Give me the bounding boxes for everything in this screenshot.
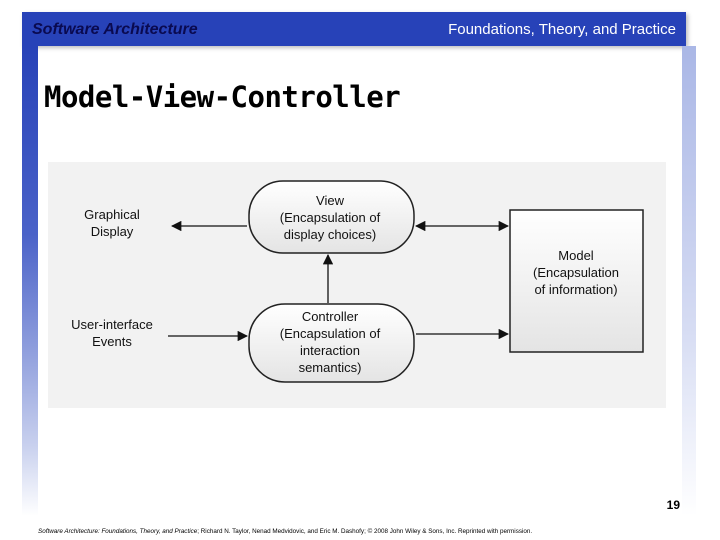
footer-credit-text: ; Richard N. Taylor, Nenad Medvidovic, a…: [197, 528, 533, 535]
graphical-display-line-1: Graphical: [84, 207, 140, 222]
view-node: View (Encapsulation of display choices): [248, 180, 415, 254]
controller-line-4: semantics): [299, 360, 362, 375]
view-line-2: (Encapsulation of: [280, 210, 381, 225]
controller-line-1: Controller: [302, 309, 359, 324]
controller-node: Controller (Encapsulation of interaction…: [248, 303, 415, 383]
model-line-3: of information): [534, 282, 617, 297]
footer-credits: Software Architecture: Foundations, Theo…: [38, 528, 532, 535]
page-number: 19: [666, 498, 680, 512]
model-line-1: Model: [558, 248, 594, 263]
ui-events-line-2: Events: [92, 334, 132, 349]
model-line-2: (Encapsulation: [533, 265, 619, 280]
ui-events-line-1: User-interface: [71, 317, 153, 332]
header-bar: Software Architecture Foundations, Theor…: [22, 12, 686, 46]
controller-line-2: (Encapsulation of: [280, 326, 381, 341]
footer-book-title: Software Architecture: Foundations, Theo…: [38, 528, 198, 535]
slide-title: Model-View-Controller: [44, 80, 401, 114]
graphical-display-line-2: Display: [91, 224, 134, 239]
model-node: Model (Encapsulation of information): [509, 209, 644, 353]
controller-line-3: interaction: [300, 343, 360, 358]
graphical-display-label: Graphical Display: [84, 207, 140, 239]
mvc-diagram-svg: View (Encapsulation of display choices) …: [71, 180, 644, 383]
left-decorative-bar: [22, 46, 38, 516]
ui-events-label: User-interface Events: [71, 317, 153, 349]
right-decorative-bar: [682, 46, 696, 516]
book-subtitle: Foundations, Theory, and Practice: [448, 21, 676, 38]
course-title: Software Architecture: [32, 21, 198, 38]
mvc-diagram: View (Encapsulation of display choices) …: [48, 162, 666, 408]
view-line-1: View: [316, 193, 345, 208]
view-line-3: display choices): [284, 227, 377, 242]
